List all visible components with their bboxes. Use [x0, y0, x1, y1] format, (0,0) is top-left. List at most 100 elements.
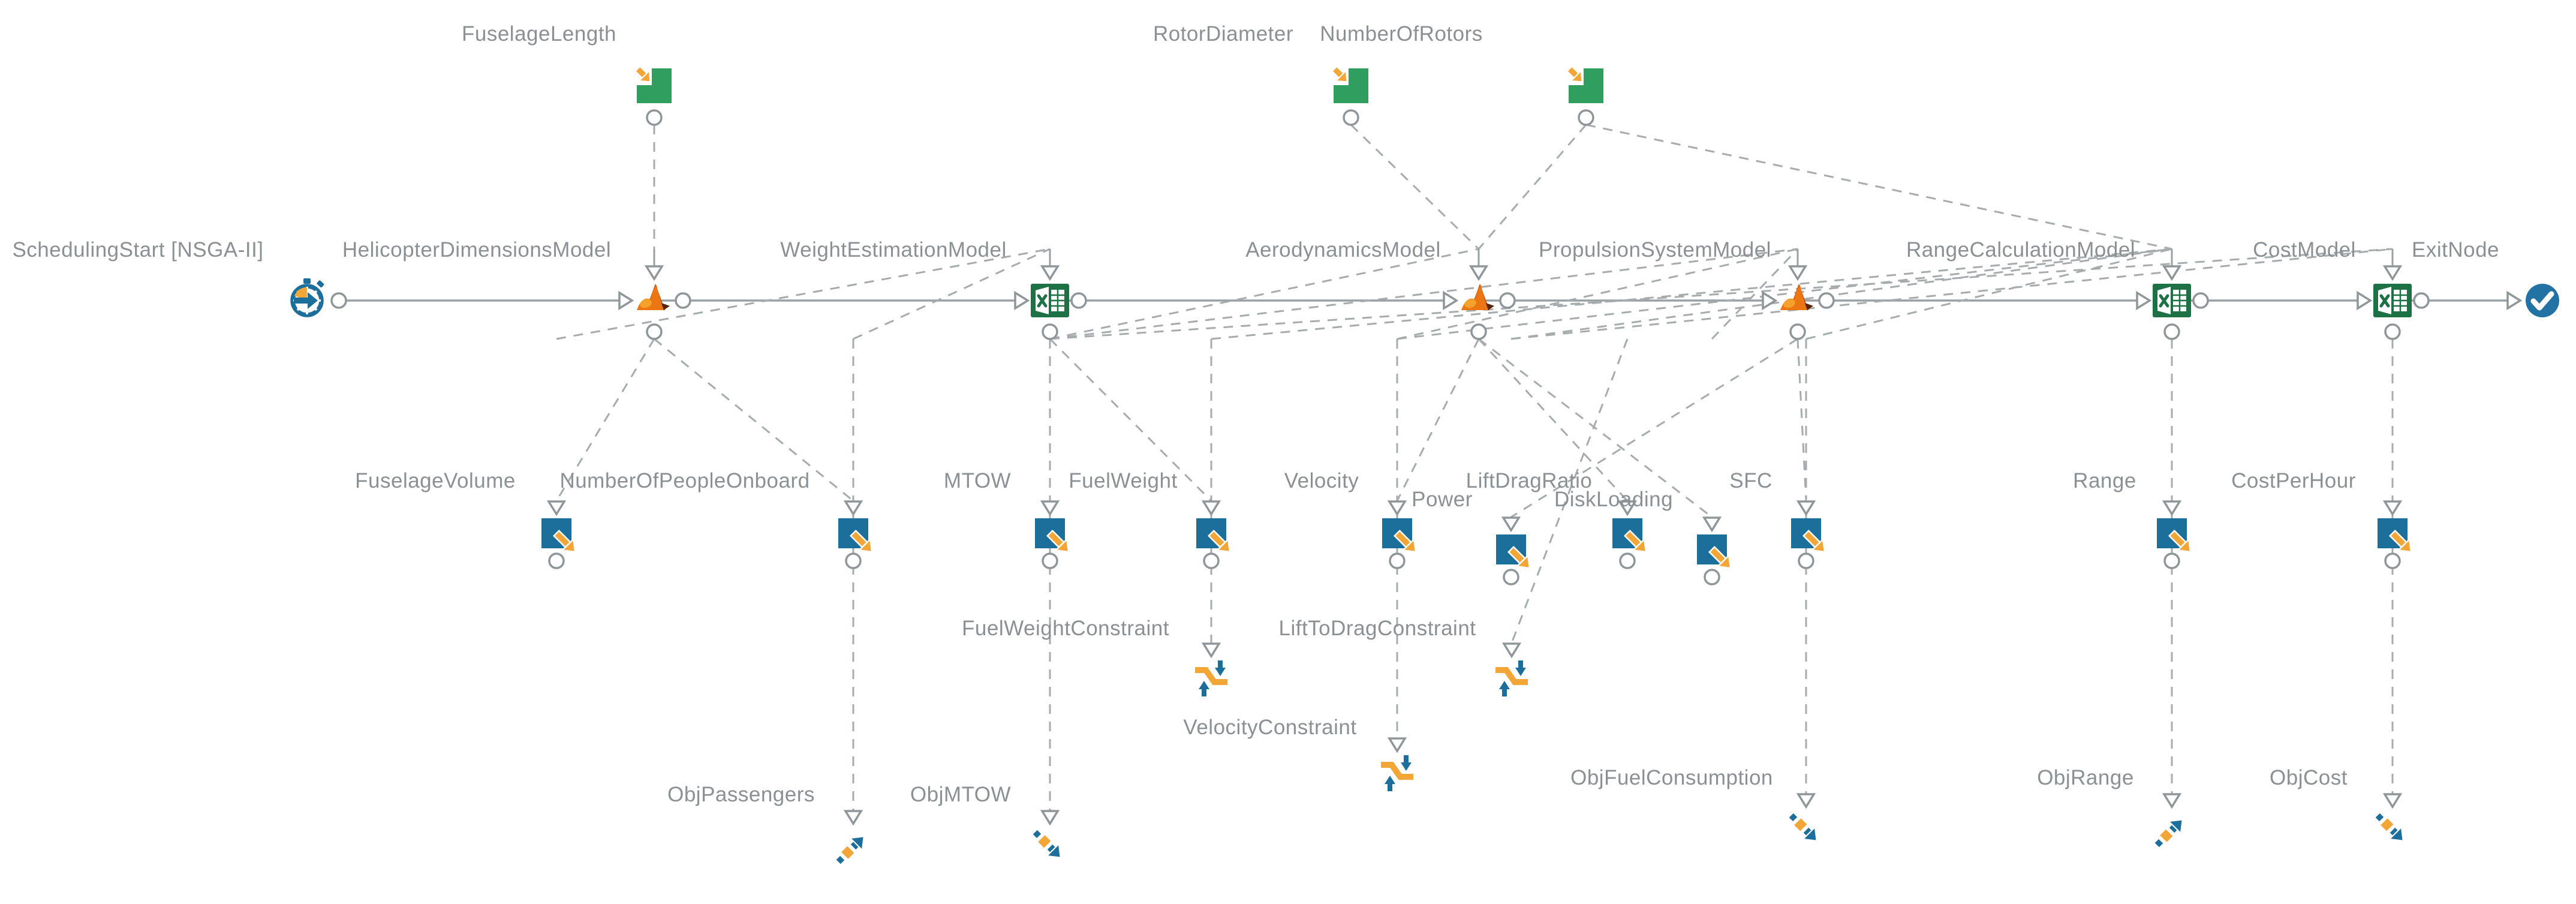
label-exit-node: ExitNode: [2411, 238, 2500, 262]
port-lift-drag-ratio-input[interactable]: [1617, 500, 1638, 516]
port-weight-estimation-model-input[interactable]: [1014, 290, 1030, 311]
port-fuselage-volume-input[interactable]: [546, 500, 567, 516]
port-propulsion-system-model-output[interactable]: [1818, 292, 1835, 309]
port-sfc-output[interactable]: [1798, 552, 1814, 569]
port-helicopter-dimensions-model-input[interactable]: [618, 290, 634, 311]
label-helicopter-dimensions-model: HelicopterDimensionsModel: [342, 238, 612, 262]
node-lift-drag-ratio-icon[interactable]: [1611, 517, 1653, 558]
port-cost-per-hour-input[interactable]: [2382, 500, 2403, 516]
label-lift-drag-ratio: LiftDragRatio: [1465, 469, 1593, 492]
port-scheduling-start-output[interactable]: [330, 292, 347, 309]
port-range-calculation-model-top-input[interactable]: [2162, 265, 2182, 281]
port-number-of-people-onboard-output[interactable]: [845, 552, 862, 569]
port-helicopter-dimensions-model-output[interactable]: [675, 292, 691, 309]
port-sfc-input[interactable]: [1796, 500, 1816, 516]
port-rotor-diameter-output[interactable]: [1343, 109, 1359, 126]
node-rotor-diameter-icon[interactable]: [1329, 64, 1369, 104]
port-obj-mtow-input[interactable]: [1040, 810, 1060, 826]
port-propulsion-system-model-bottom-output[interactable]: [1789, 323, 1806, 340]
port-fuselage-length-output[interactable]: [646, 109, 663, 126]
port-fuselage-volume-output[interactable]: [548, 552, 565, 569]
node-mtow-icon[interactable]: [1034, 517, 1075, 558]
node-sfc-icon[interactable]: [1790, 517, 1831, 558]
port-lift-to-drag-constraint-input[interactable]: [1501, 642, 1522, 659]
node-number-of-rotors-icon[interactable]: [1564, 64, 1604, 104]
port-aerodynamics-model-input[interactable]: [1443, 290, 1459, 311]
port-velocity-constraint-input[interactable]: [1387, 737, 1407, 753]
port-propulsion-system-model-top-input[interactable]: [1787, 265, 1808, 281]
port-number-of-people-onboard-input[interactable]: [843, 500, 863, 516]
dataflow-lift-drag-ratio-to-lift-to-drag-constraint: [1510, 338, 1629, 644]
port-fuel-weight-constraint-input[interactable]: [1201, 642, 1221, 659]
node-cost-per-hour-icon[interactable]: [2376, 517, 2418, 558]
label-fuselage-volume: FuselageVolume: [355, 469, 516, 492]
port-fuel-weight-output[interactable]: [1203, 552, 1220, 569]
port-range-calculation-model-output[interactable]: [2192, 292, 2209, 309]
node-obj-mtow-icon[interactable]: [1028, 825, 1067, 864]
node-aerodynamics-model-icon[interactable]: [1461, 284, 1494, 310]
port-helicopter-dimensions-model-top-input[interactable]: [644, 265, 664, 281]
port-power-output[interactable]: [1503, 569, 1519, 585]
port-cost-per-hour-output[interactable]: [2384, 552, 2401, 569]
node-propulsion-system-model-icon[interactable]: [1780, 284, 1813, 310]
node-lift-to-drag-constraint-icon[interactable]: [1495, 660, 1528, 696]
port-cost-model-bottom-output[interactable]: [2384, 323, 2401, 340]
port-aerodynamics-model-output[interactable]: [1499, 292, 1516, 309]
node-fuel-weight-constraint-icon[interactable]: [1195, 660, 1227, 696]
node-obj-range-icon[interactable]: [2150, 813, 2189, 852]
node-weight-estimation-model-icon[interactable]: [1031, 284, 1069, 317]
dataflow-mtow-to-cost-model: [1049, 248, 2393, 340]
port-lift-drag-ratio-output[interactable]: [1619, 552, 1636, 569]
port-cost-model-input[interactable]: [2357, 290, 2373, 311]
port-power-input[interactable]: [1501, 516, 1521, 533]
port-helicopter-dimensions-model-bottom-output[interactable]: [646, 323, 663, 340]
port-velocity-input[interactable]: [1387, 500, 1407, 516]
node-cost-model-icon[interactable]: [2373, 284, 2412, 317]
port-obj-cost-input[interactable]: [2382, 793, 2403, 809]
node-exit-node-icon[interactable]: [2526, 284, 2559, 317]
port-obj-range-input[interactable]: [2162, 793, 2182, 809]
node-disk-loading-icon[interactable]: [1696, 533, 1737, 575]
port-fuel-weight-input[interactable]: [1201, 500, 1221, 516]
port-obj-fuel-consumption-input[interactable]: [1796, 793, 1816, 809]
node-fuselage-volume-icon[interactable]: [540, 517, 582, 558]
port-range-output[interactable]: [2163, 552, 2180, 569]
node-number-of-people-onboard-icon[interactable]: [837, 517, 878, 558]
port-cost-model-top-input[interactable]: [2382, 265, 2403, 281]
label-obj-fuel-consumption: ObjFuelConsumption: [1570, 766, 1773, 789]
port-exit-node-input[interactable]: [2506, 290, 2523, 311]
node-range-calculation-model-icon[interactable]: [2153, 284, 2191, 317]
port-number-of-rotors-output[interactable]: [1578, 109, 1594, 126]
port-weight-estimation-model-bottom-output[interactable]: [1042, 323, 1058, 340]
node-velocity-icon[interactable]: [1381, 517, 1422, 558]
node-obj-fuel-consumption-icon[interactable]: [1784, 808, 1823, 848]
node-power-icon[interactable]: [1495, 533, 1536, 575]
port-mtow-output[interactable]: [1042, 552, 1058, 569]
label-fuselage-length: FuselageLength: [461, 22, 617, 46]
label-velocity: Velocity: [1284, 469, 1359, 492]
port-weight-estimation-model-top-input[interactable]: [1040, 265, 1060, 281]
port-obj-passengers-input[interactable]: [843, 810, 863, 826]
label-obj-cost: ObjCost: [2270, 766, 2348, 789]
node-helicopter-dimensions-model-icon[interactable]: [637, 284, 670, 310]
port-weight-estimation-model-output[interactable]: [1070, 292, 1087, 309]
node-range-icon[interactable]: [2156, 517, 2197, 558]
port-disk-loading-input[interactable]: [1702, 516, 1722, 533]
port-disk-loading-output[interactable]: [1704, 569, 1720, 585]
port-aerodynamics-model-top-input[interactable]: [1468, 265, 1489, 281]
port-range-calculation-model-input[interactable]: [2136, 290, 2152, 311]
node-obj-passengers-icon[interactable]: [831, 830, 871, 869]
node-obj-cost-icon[interactable]: [2370, 808, 2410, 848]
port-cost-model-output[interactable]: [2413, 292, 2430, 309]
port-range-calculation-model-bottom-output[interactable]: [2163, 323, 2180, 340]
port-propulsion-system-model-input[interactable]: [1762, 290, 1778, 311]
port-aerodynamics-model-bottom-output[interactable]: [1470, 323, 1487, 340]
port-mtow-input[interactable]: [1040, 500, 1060, 516]
node-fuel-weight-icon[interactable]: [1195, 517, 1236, 558]
port-velocity-output[interactable]: [1389, 552, 1406, 569]
node-scheduling-start-icon[interactable]: [293, 278, 324, 315]
node-fuselage-length-icon[interactable]: [633, 64, 672, 104]
port-range-input[interactable]: [2162, 500, 2182, 516]
node-velocity-constraint-icon[interactable]: [1381, 755, 1413, 791]
